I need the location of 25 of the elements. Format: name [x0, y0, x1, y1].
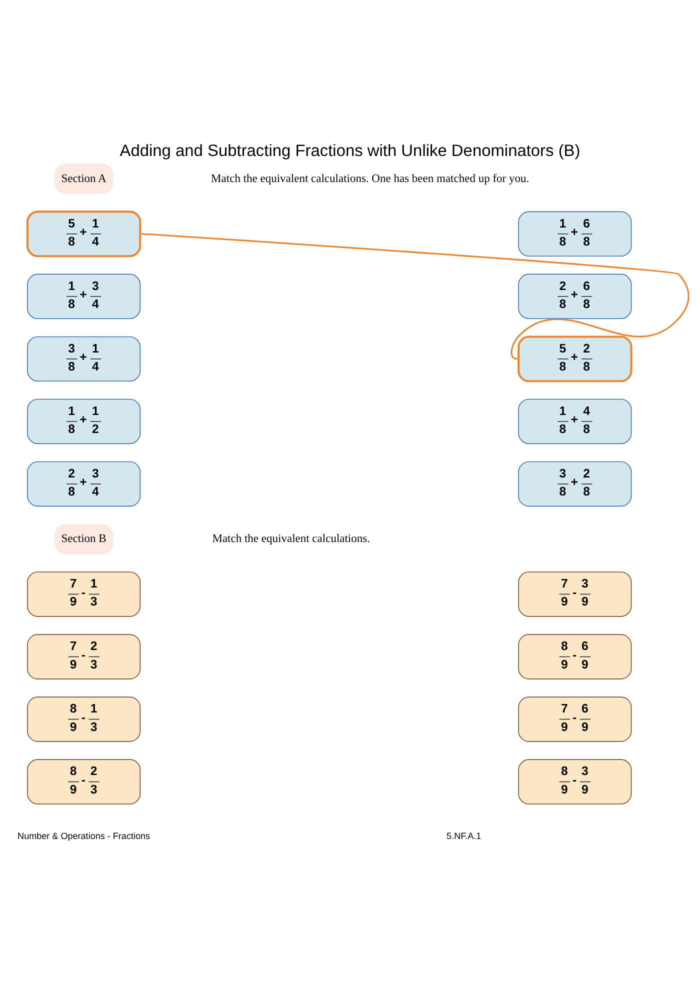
node-box: Section B — [54, 523, 114, 554]
node-box: 3 + 2 8 8 — [518, 460, 632, 506]
node-box: 8 - 6 9 9 — [518, 634, 632, 679]
node-box: Section A — [54, 163, 114, 194]
node-box: 1 + 3 8 4 — [27, 273, 141, 319]
label: 5.NF.A.1 — [446, 830, 482, 841]
node-box: 3 + 1 8 4 — [27, 336, 141, 382]
label: Match the equivalent calculations. One has been matched up for you. — [211, 172, 530, 184]
node-box: 7 - 3 9 9 — [518, 571, 632, 616]
label: Match the equivalent calculations. — [212, 532, 370, 545]
node-box: 1 + 1 8 2 — [27, 398, 141, 444]
node-box: 5 + 1 8 4 — [26, 210, 142, 257]
node-box: 2 + 3 8 4 — [27, 460, 141, 506]
node-box: 1 + 6 8 8 — [518, 210, 632, 256]
node-box: 1 + 4 8 8 — [518, 398, 632, 444]
node-box: 2 + 6 8 8 — [518, 273, 632, 319]
node-box: 8 - 3 9 9 — [518, 758, 632, 804]
node-box: 7 - 2 9 3 — [27, 634, 141, 679]
diagram-title: Adding and Subtracting Fractions with Unlike Denominators (B) — [120, 141, 580, 160]
node-box: 7 - 1 9 3 — [27, 571, 141, 616]
label: Number & Operations - Fractions — [18, 830, 150, 841]
node-box: 8 - 2 9 3 — [27, 758, 141, 804]
node-box: 7 - 6 9 9 — [518, 696, 632, 742]
node-box: 8 - 1 9 3 — [27, 696, 141, 742]
node-box: 5 + 2 8 8 — [518, 335, 632, 382]
